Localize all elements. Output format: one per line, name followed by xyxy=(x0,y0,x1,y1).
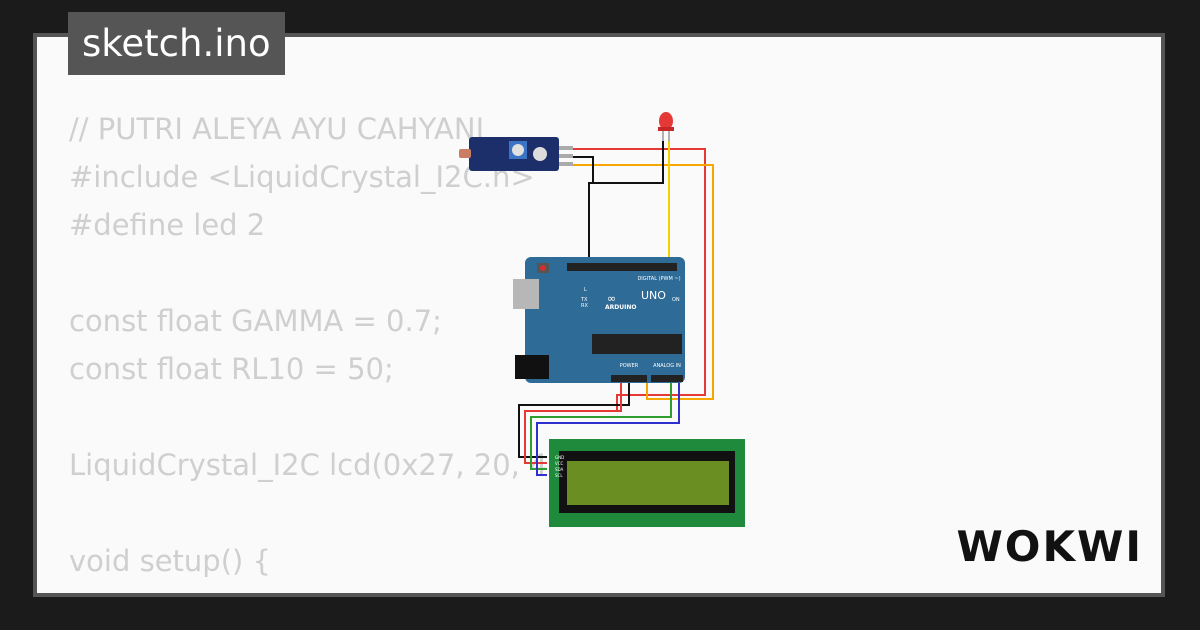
circuit-diagram: DIGITAL (PWM ~) ∞ ARDUINO UNO ON L TX RX… xyxy=(459,112,745,527)
code-line: // put your setup code here xyxy=(69,585,569,593)
lcd-screen xyxy=(567,461,729,505)
preview-card: // PUTRI ALEYA AYU CAHYANI#include <Liqu… xyxy=(33,33,1165,597)
chip-atmega xyxy=(592,334,682,354)
lcd-display[interactable]: GND VCC SDA SCL xyxy=(549,439,745,527)
file-name-label: sketch.ino xyxy=(68,12,285,75)
wire-blue-lcd xyxy=(536,379,680,476)
wire-red-sensor xyxy=(572,148,706,411)
code-line: #define led 2 xyxy=(69,208,266,242)
wire-black-led xyxy=(593,141,664,184)
lcd-pin-label: VCC xyxy=(555,461,564,466)
board-brand: ARDUINO xyxy=(605,304,636,311)
usb-port xyxy=(513,279,539,309)
digital-label: DIGITAL (PWM ~) xyxy=(637,276,680,282)
code-line: const float RL10 = 50; xyxy=(69,352,394,386)
analog-label: ANALOG IN xyxy=(653,363,681,369)
brand-logo-icon: ∞ xyxy=(607,292,616,305)
code-line: const float GAMMA = 0.7; xyxy=(69,304,442,338)
code-background: // PUTRI ALEYA AYU CAHYANI#include <Liqu… xyxy=(69,105,569,593)
rx-label: RX xyxy=(581,303,588,309)
power-header xyxy=(611,375,647,382)
power-label: POWER xyxy=(620,363,639,369)
ldr-sensor-module[interactable] xyxy=(459,137,573,171)
code-line: LiquidCrystal_I2C lcd(0x27, 20, 4); xyxy=(69,448,569,482)
wokwi-logo: WOKWI xyxy=(956,522,1143,571)
lcd-pin-label: SCL xyxy=(555,473,563,478)
tx-label: TX xyxy=(580,297,588,303)
wire-black-lcd xyxy=(518,379,630,458)
on-label: ON xyxy=(672,297,680,303)
board-model: UNO xyxy=(641,289,666,302)
l-label: L xyxy=(584,287,587,293)
analog-header xyxy=(651,375,683,382)
arduino-uno-board[interactable]: DIGITAL (PWM ~) ∞ ARDUINO UNO ON L TX RX… xyxy=(513,257,685,383)
code-line: // PUTRI ALEYA AYU CAHYANI xyxy=(69,112,485,146)
code-line: void setup() { xyxy=(69,544,271,578)
wire-black-sensor xyxy=(572,156,594,263)
reset-button[interactable] xyxy=(540,265,546,271)
wire-red-lcd xyxy=(524,379,622,464)
wires xyxy=(518,141,714,476)
wire-orange-sensor xyxy=(572,164,714,400)
lcd-pin-label: SDA xyxy=(555,467,564,472)
photoresistor-icon xyxy=(459,149,471,158)
digital-header xyxy=(567,263,677,271)
power-jack xyxy=(515,355,549,379)
lcd-pin-label: GND xyxy=(555,455,564,460)
red-led[interactable] xyxy=(658,112,674,141)
